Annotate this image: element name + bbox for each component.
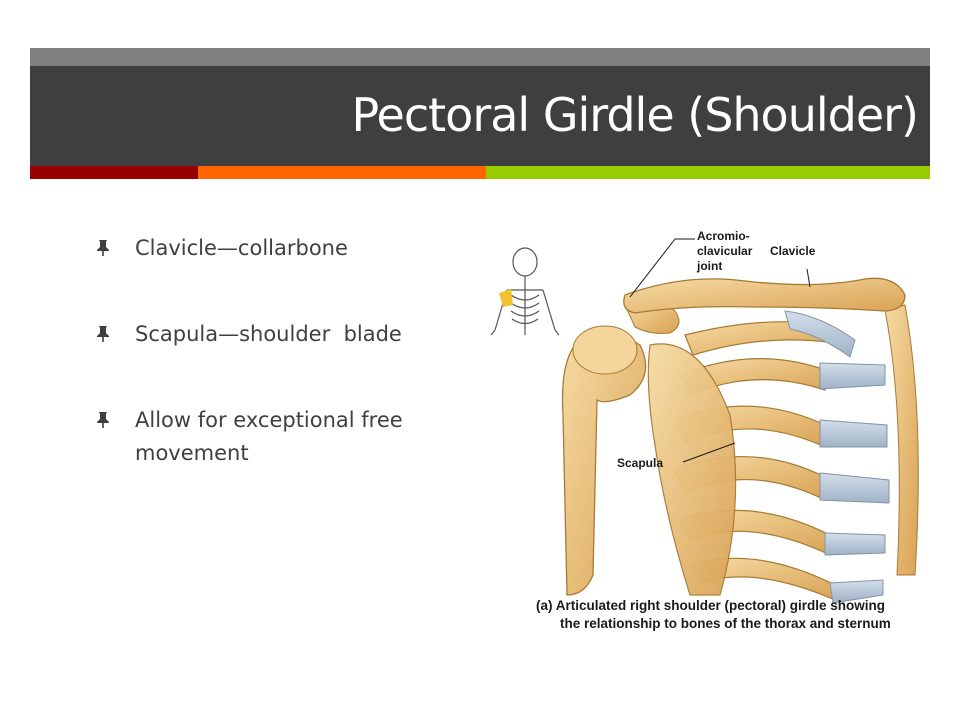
accent-bar-red [30,166,198,179]
label-clavicular: clavicular [697,244,753,258]
label-scapula: Scapula [617,456,664,470]
thumbtack-icon [97,326,109,342]
bullet-item: Scapula—shoulder blade [90,318,460,351]
thumbtack-icon [97,412,109,428]
title-bar: Pectoral Girdle (Shoulder) [30,66,930,166]
label-acromio: Acromio- [697,229,750,243]
bullet-text: Allow for exceptional free movement [135,408,403,465]
costal-cartilage [784,310,890,604]
clavicle [623,277,906,314]
bullet-text: Scapula—shoulder blade [135,322,402,346]
humeral-head [572,325,638,375]
label-leader-lines [629,238,811,463]
accent-bar-green [486,166,930,179]
bullet-item: Allow for exceptional free movement [90,404,460,470]
shoulder-girdle-illustration [490,238,919,604]
bullet-text: Clavicle—collarbone [135,236,348,260]
caption-line-2: the relationship to bones of the thorax … [560,616,891,631]
thumbtack-icon [97,240,109,256]
scapula [647,343,737,596]
slide-title: Pectoral Girdle (Shoulder) [351,88,919,142]
label-clavicle: Clavicle [770,244,816,258]
skeleton-thumbnail [490,247,560,336]
sternum [884,304,919,576]
figure-caption: (a) Articulated right shoulder (pectoral… [536,597,891,633]
highlighted-shoulder-icon [499,289,513,307]
caption-line-1: (a) Articulated right shoulder (pectoral… [536,598,886,613]
label-joint: joint [697,259,723,273]
bullet-list: Clavicle—collarbone Scapula—shoulder bla… [90,232,460,523]
bullet-item: Clavicle—collarbone [90,232,460,265]
title-top-strip [30,48,930,66]
accent-bar-orange [198,166,486,179]
